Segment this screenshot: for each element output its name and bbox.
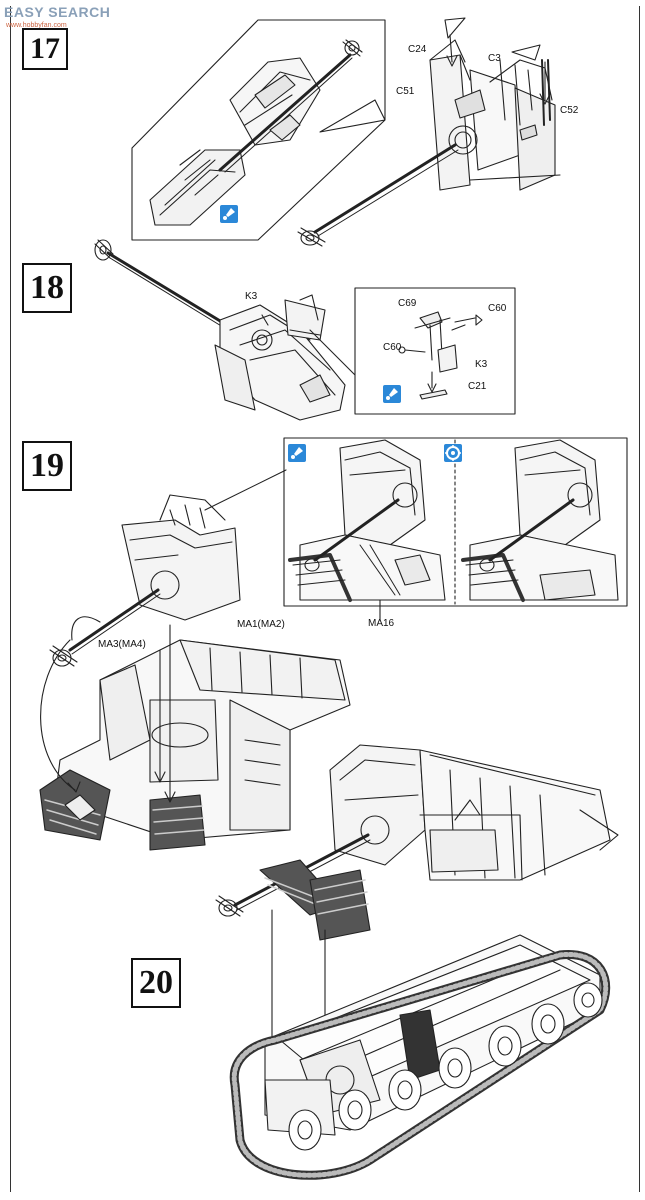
step-17-callout-frame: [131, 19, 386, 241]
part-label-ma1: MA1(MA2): [237, 619, 285, 630]
step-20-chassis: [229, 934, 611, 1180]
part-label-c21: C21: [468, 381, 487, 392]
step-17-gun-mount-detail: [149, 39, 363, 226]
step-18-gun-assembly: [94, 239, 356, 421]
part-label-c60: C60: [488, 303, 507, 314]
part-label-c24: C24: [408, 44, 427, 55]
step-17-label: 17: [30, 32, 60, 65]
sheet-border: [10, 6, 640, 1192]
step-17-number: 17: [22, 28, 68, 70]
drill-icon: [444, 444, 462, 462]
step-18-number: 18: [22, 263, 72, 313]
step-19-callout-frame: [283, 437, 628, 607]
step-18-label: 18: [30, 269, 64, 306]
part-label-ma16: MA16: [368, 618, 395, 629]
step-19-vehicle: [39, 494, 351, 851]
step-18-callout-parts: [398, 311, 483, 400]
step-18-callout-frame: [354, 287, 516, 415]
watermark-url: www.hobbyfan.com: [6, 22, 67, 29]
part-label-c51: C51: [396, 86, 415, 97]
part-label-c69: C69: [398, 298, 417, 309]
step-19-number: 19: [22, 441, 72, 491]
glue-icon: [220, 205, 238, 223]
part-label-c60: C60: [383, 342, 402, 353]
step-19-detail-right: [461, 439, 619, 602]
step-20-label: 20: [139, 964, 173, 1001]
step-20-number: 20: [131, 958, 181, 1008]
part-label-c52: C52: [560, 105, 579, 116]
part-label-k3: K3: [475, 359, 488, 370]
step-17-gun-shield-assembly: [297, 17, 561, 247]
glue-icon: [383, 385, 401, 403]
part-label-ma3: MA3(MA4): [98, 639, 146, 650]
step-20-superstructure: [215, 744, 619, 1093]
part-label-k3: K3: [245, 291, 258, 302]
part-label-c3: C3: [488, 53, 501, 64]
step-19-detail-left: [288, 439, 446, 621]
step-19-label: 19: [30, 447, 64, 484]
glue-icon: [288, 444, 306, 462]
watermark: EASY SEARCH: [4, 4, 111, 20]
